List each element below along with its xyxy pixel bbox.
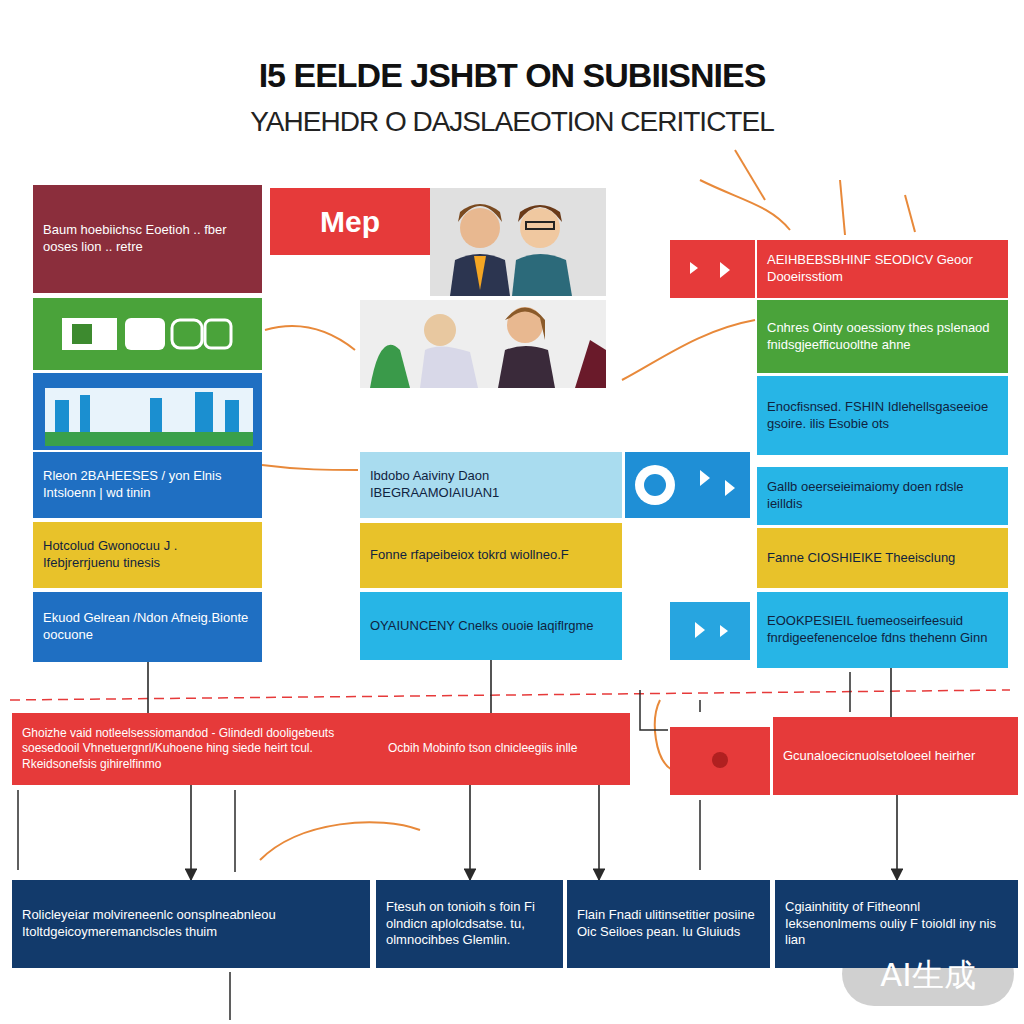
info-box: Rleon 2BAHEESES / yon Elnis Intsloenn | …: [33, 452, 262, 518]
footer-box: Ftesuh on tonioih s foin Fi olndicn aplo…: [376, 880, 563, 968]
subtitle: YAHEHDR O DAJSLAEOTION CERITICTEL: [0, 106, 1024, 138]
info-box: Fonne rfapeibeiox tokrd wiollneo.F: [360, 523, 622, 588]
info-box: Baum hoebiichsc Eoetioh .. fber ooses li…: [33, 185, 262, 293]
box-text: Flain Fnadi ulitinsetitier posiine Oic S…: [577, 907, 760, 941]
box-text: Ghoizhe vaid notleelsessiomandod - Glind…: [22, 726, 370, 773]
connector: [598, 785, 600, 880]
info-box: EOOKPESIEIL fuemeoseirfeesuid fnrdigeefe…: [757, 592, 1008, 668]
info-box: Enocfisnsed. FSHIN Idlehellsgaseeioe gso…: [757, 376, 1008, 455]
footer-box: Cgiainhitity of Fitheonnl Ieksenonlmems …: [775, 880, 1018, 968]
box-text: Cgiainhitity of Fitheonnl Ieksenonlmems …: [785, 899, 1008, 950]
info-box: Ibdobo Aaiviny Daon IBEGRAAMOIAIUAN1: [360, 452, 622, 518]
connector: [890, 668, 892, 717]
box-text: EOOKPESIEIL fuemeoseirfeesuid fnrdigeefe…: [767, 613, 998, 647]
info-box: Hotcolud Gwonocuu J . Ifebjrerrjuenu tin…: [33, 522, 262, 588]
footer-box: Flain Fnadi ulitinsetitier posiine Oic S…: [567, 880, 770, 968]
box-subtext: Ocbih Mobinfo tson clnicleegiis inlle: [388, 741, 620, 757]
box-text: Gcunaloecicnuolsetoloeel heirher: [783, 748, 1008, 765]
footer-box: Rolicleyeiar molvireneenlc oonsplneabnle…: [12, 880, 370, 968]
header-box: Mep: [270, 188, 430, 255]
connector: [190, 785, 192, 880]
box-text: OYAIUNCENY Cnelks ouoie laqiflrgme: [370, 618, 612, 635]
box-text: Ibdobo Aaiviny Daon IBEGRAAMOIAIUAN1: [370, 468, 612, 502]
box-text: Fanne CIOSHIEIKE Theeisclung: [767, 550, 998, 567]
box-text: Ekuod Gelrean /Ndon Afneig.Bionte oocuon…: [43, 610, 252, 644]
info-box: Ekuod Gelrean /Ndon Afneig.Bionte oocuon…: [33, 592, 262, 662]
box-text: Fonne rfapeibeiox tokrd wiollneo.F: [370, 547, 612, 564]
info-box: Gallb oeerseieimaiomy doen rdsle ieilldi…: [757, 467, 1008, 525]
box-text: Baum hoebiichsc Eoetioh .. fber ooses li…: [43, 222, 252, 256]
box-text: Mep: [320, 202, 380, 241]
summary-box: Gcunaloecicnuolsetoloeel heirher: [773, 717, 1018, 795]
connector: [896, 795, 898, 880]
box-text: Hotcolud Gwonocuu J . Ifebjrerrjuenu tin…: [43, 538, 252, 572]
connector: [469, 785, 471, 880]
box-text: AEIHBEBSBHINF SEODICV Geoor Dooeirsstiom: [767, 252, 998, 286]
info-box: OYAIUNCENY Cnelks ouoie laqiflrgme: [360, 592, 622, 660]
box-text: Rolicleyeiar molvireneenlc oonsplneabnle…: [22, 907, 360, 941]
info-box: Fanne CIOSHIEIKE Theeisclung: [757, 528, 1008, 588]
connector: [490, 660, 492, 713]
diagram-title: I5 EELDE JSHBT ON SUBIISNIES: [0, 56, 1024, 95]
box-text: Enocfisnsed. FSHIN Idlehellsgaseeioe gso…: [767, 399, 998, 433]
box-text: Rleon 2BAHEESES / yon Elnis Intsloenn | …: [43, 468, 252, 502]
connector: [147, 662, 149, 713]
summary-band: Ghoizhe vaid notleelsessiomandod - Glind…: [12, 713, 630, 785]
box-text: Gallb oeerseieimaiomy doen rdsle ieilldi…: [767, 479, 998, 513]
info-box: AEIHBEBSBHINF SEODICV Geoor Dooeirsstiom: [757, 240, 1008, 298]
watermark: AI生成: [842, 954, 1014, 998]
info-box: Cnhres Ointy ooessiony thes pslenaod fni…: [757, 300, 1008, 373]
box-text: Cnhres Ointy ooessiony thes pslenaod fni…: [767, 320, 998, 354]
box-text: Ftesuh on tonioih s foin Fi olndicn aplo…: [386, 899, 553, 950]
